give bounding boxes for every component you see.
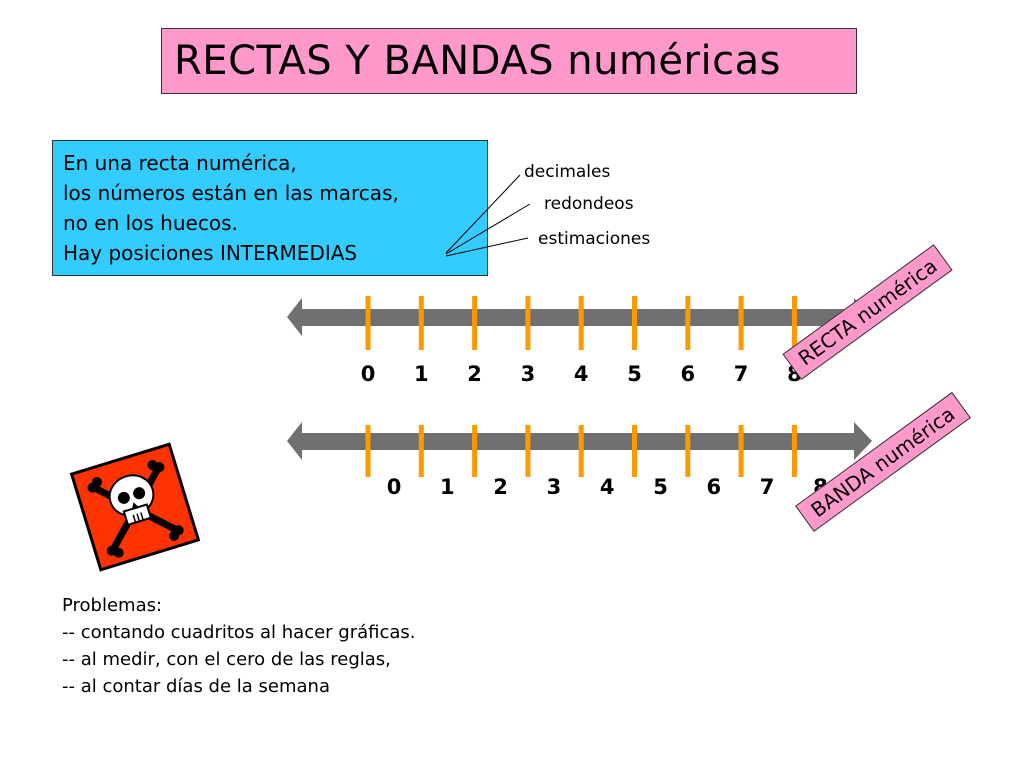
label-decimales: decimales	[524, 162, 611, 182]
intro-line-2: los números están en las marcas,	[63, 181, 399, 205]
recta-number-6: 6	[680, 362, 695, 386]
skull-and-crossbones-icon	[69, 442, 201, 572]
problem-item-1: -- contando cuadritos al hacer gráficas.	[62, 622, 416, 643]
connector-estimaciones	[445, 237, 529, 257]
recta-left-arrow	[287, 298, 302, 336]
recta-number-3: 3	[521, 362, 536, 386]
banda-right-arrow	[854, 422, 872, 460]
intro-line-3: no en los huecos.	[63, 211, 238, 235]
banda-number-4: 4	[600, 475, 615, 499]
banda-line-bar	[300, 433, 855, 450]
page-title: RECTAS Y BANDAS numéricas	[161, 28, 857, 94]
banda-number-6: 6	[706, 475, 721, 499]
banda-number-0: 0	[387, 475, 402, 499]
banda-number-5: 5	[653, 475, 668, 499]
intro-line-4: Hay posiciones INTERMEDIAS	[63, 241, 358, 265]
recta-number-0: 0	[361, 362, 376, 386]
connector-decimales	[445, 174, 521, 254]
problems-heading: Problemas:	[62, 595, 163, 616]
banda-number-2: 2	[493, 475, 508, 499]
banda-number-7: 7	[760, 475, 775, 499]
banda-number-3: 3	[547, 475, 562, 499]
intro-text-box: En una recta numérica, los números están…	[52, 140, 488, 276]
recta-number-5: 5	[627, 362, 642, 386]
intro-line-1: En una recta numérica,	[63, 151, 297, 175]
connector-redondeos	[445, 203, 531, 255]
banda-left-arrow	[287, 422, 302, 460]
problems-list: Problemas: -- contando cuadritos al hace…	[62, 592, 416, 700]
label-estimaciones: estimaciones	[538, 229, 651, 249]
recta-number-1: 1	[414, 362, 429, 386]
problem-item-3: -- al contar días de la semana	[62, 676, 330, 697]
recta-line-bar	[300, 309, 855, 326]
banda-number-1: 1	[440, 475, 455, 499]
label-redondeos: redondeos	[544, 194, 634, 214]
recta-number-2: 2	[467, 362, 482, 386]
recta-number-7: 7	[734, 362, 749, 386]
recta-number-4: 4	[574, 362, 589, 386]
problem-item-2: -- al medir, con el cero de las reglas,	[62, 649, 391, 670]
